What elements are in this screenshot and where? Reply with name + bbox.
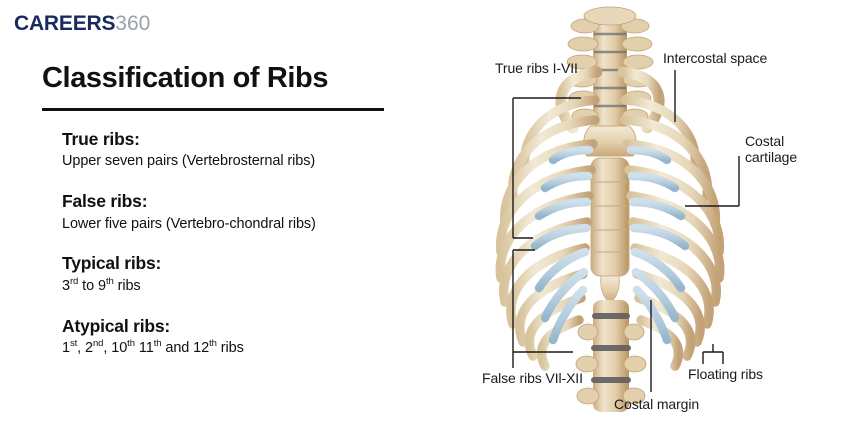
label-costal-margin: Costal margin [614, 396, 700, 412]
logo-text-360: 360 [115, 12, 151, 35]
label-floating-ribs: Floating ribs [688, 366, 763, 382]
page-title: Classification of Ribs [42, 62, 329, 94]
label-true-ribs: True ribs I-VII [495, 60, 578, 76]
list-item-description: Lower five pairs (Vertebro-chondral ribs… [62, 215, 316, 232]
label-costal-cartilage: Costal cartilage [745, 133, 798, 166]
list-item-term: False ribs: [62, 191, 148, 212]
list-item: Atypical ribs: 1st, 2nd, 10th 11th and 1… [62, 315, 462, 358]
list-item-description: 3rd to 9th ribs [62, 276, 141, 294]
rib-cage-illustration [455, 0, 860, 430]
sternum-group [583, 125, 637, 303]
classification-list: True ribs: Upper seven pairs (Vertebrost… [62, 128, 462, 377]
costal-cartilage-right [626, 145, 690, 345]
list-item: True ribs: Upper seven pairs (Vertebrost… [62, 128, 462, 171]
leader-lines [512, 70, 740, 392]
careers360-logo: CAREERS 360 [14, 12, 150, 36]
list-item-description: Upper seven pairs (Vertebrosternal ribs) [62, 153, 316, 170]
costal-cartilage-left [530, 145, 594, 345]
lumbar-spine-group [575, 300, 647, 412]
label-intercostal-space: Intercostal space [663, 50, 768, 66]
list-item-term: True ribs: [62, 129, 140, 149]
list-item-description: 1st, 2nd, 10th 11th and 12th ribs [62, 338, 244, 357]
list-item: False ribs: Lower five pairs (Vertebro-c… [62, 190, 462, 233]
list-item: Typical ribs: 3rd to 9th ribs [62, 252, 462, 295]
logo-text-careers: CAREERS [14, 12, 116, 35]
title-underline-rule [42, 108, 384, 111]
cervical-spine-group [566, 6, 654, 130]
list-item-term: Atypical ribs: [62, 315, 171, 336]
label-false-ribs: False ribs VIl-XII [482, 370, 583, 386]
list-item-term: Typical ribs: [62, 253, 162, 274]
